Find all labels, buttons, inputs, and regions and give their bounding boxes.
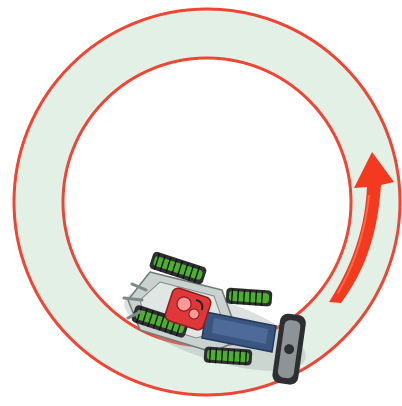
robot-arm-detail [212, 318, 268, 344]
sensor-prongs [122, 282, 148, 320]
controller-brick [164, 287, 212, 331]
ring-track [12, 7, 402, 397]
caster-wheel [272, 313, 306, 385]
wheel-top [149, 251, 207, 285]
arrow-highlight [337, 195, 370, 294]
curved-arrow-icon [329, 152, 394, 303]
robot-vehicle-icon [122, 251, 306, 385]
arrow-shaft [329, 152, 394, 303]
wheel-right [225, 287, 273, 307]
wheel-bottom [203, 346, 253, 366]
wheel-left [131, 305, 189, 338]
